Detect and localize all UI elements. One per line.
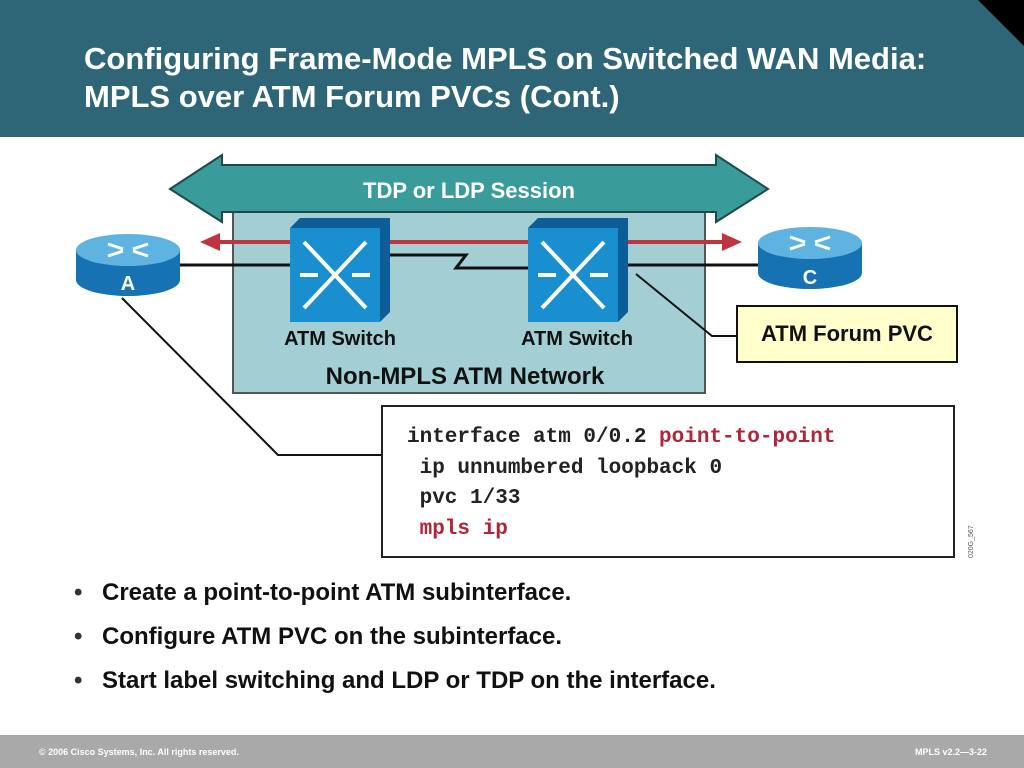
pvc-callout-box: [736, 305, 958, 363]
config-line-1: interface atm 0/0.2 point-to-point: [407, 423, 835, 454]
callout-line-a-config: [121, 297, 381, 456]
slide-reference: MPLS v2.2—3-22: [914, 747, 987, 757]
lsp-arrowhead-right: [722, 233, 742, 251]
copyright-text: © 2006 Cisco Systems, Inc. All rights re…: [39, 747, 239, 757]
bullet-item-3: Start label switching and LDP or TDP on …: [72, 664, 716, 708]
router-a-label: A: [121, 273, 135, 295]
router-c-icon: [758, 227, 862, 289]
figure-code: 020G_567: [968, 525, 975, 558]
bullet-list: Create a point-to-point ATM subinterface…: [72, 576, 716, 708]
router-c-label: C: [803, 267, 817, 289]
lsp-arrowhead-left: [200, 233, 220, 251]
link-switch1-switch2: [390, 253, 530, 270]
config-line-2: ip unnumbered loopback 0: [407, 456, 723, 480]
slide-footer: © 2006 Cisco Systems, Inc. All rights re…: [0, 735, 1024, 768]
router-a-icon: [76, 234, 180, 296]
slide-title: Configuring Frame-Mode MPLS on Switched …: [84, 40, 926, 116]
session-arrow: [168, 153, 770, 224]
config-line-3: pvc 1/33: [407, 487, 521, 510]
network-label: Non-MPLS ATM Network: [326, 363, 605, 390]
bullet-item-1: Create a point-to-point ATM subinterface…: [72, 576, 716, 620]
corner-decoration: [978, 0, 1024, 46]
config-line-1-command: interface atm 0/0.2: [407, 426, 660, 449]
figure-code-text: 020G_567: [968, 525, 975, 558]
bullet-item-2: Configure ATM PVC on the subinterface.: [72, 620, 716, 664]
title-line-1: Configuring Frame-Mode MPLS on Switched …: [84, 41, 927, 76]
atm-switch-1-label: ATM Switch: [284, 328, 396, 350]
config-line-1-keyword: point-to-point: [659, 426, 836, 449]
session-label: TDP or LDP Session: [363, 178, 575, 203]
title-line-2: MPLS over ATM Forum PVCs (Cont.): [84, 79, 620, 114]
slide-header: Configuring Frame-Mode MPLS on Switched …: [0, 0, 1024, 137]
callout-line-switch2-pvc: [635, 273, 738, 337]
atm-switch-2-icon: [528, 218, 628, 322]
config-line-4: mpls ip: [407, 517, 508, 541]
atm-switch-2-label: ATM Switch: [521, 328, 633, 350]
atm-switch-1-icon: [290, 218, 390, 322]
pvc-callout-label: ATM Forum PVC: [761, 321, 933, 346]
config-code: interface atm 0/0.2 point-to-point ip un…: [407, 423, 835, 545]
network-diagram: TDP or LDP Session A C: [76, 153, 958, 456]
config-code-box: interface atm 0/0.2 point-to-point ip un…: [381, 405, 955, 558]
